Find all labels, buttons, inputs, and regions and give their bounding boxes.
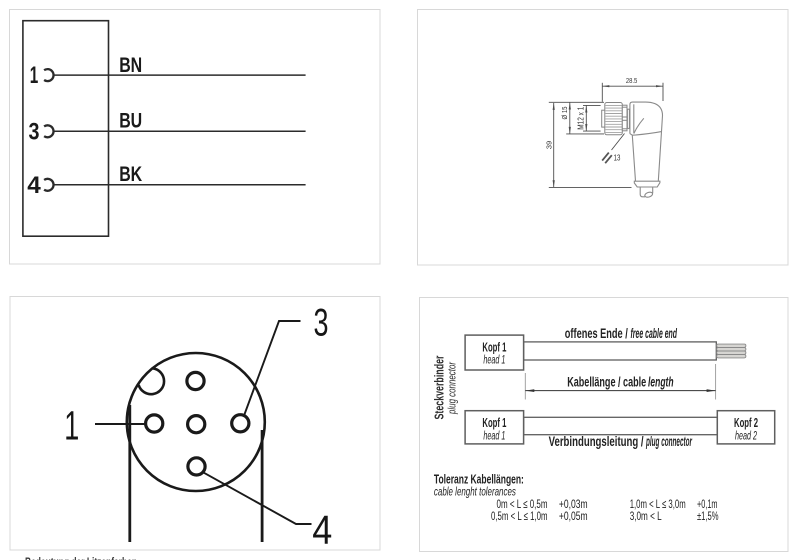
svg-text:head 2: head 2 bbox=[735, 429, 757, 443]
svg-text:4: 4 bbox=[27, 172, 41, 199]
svg-text:3,0m < L: 3,0m < L bbox=[630, 509, 662, 523]
svg-text:Verbindungsleitung /: Verbindungsleitung / bbox=[549, 434, 644, 449]
svg-text:Ø 15: Ø 15 bbox=[560, 107, 569, 120]
svg-text:head 1: head 1 bbox=[483, 429, 505, 443]
svg-text:+0,1m: +0,1m bbox=[697, 497, 718, 511]
svg-text:1,0m < L ≤ 3,0m: 1,0m < L ≤ 3,0m bbox=[630, 497, 686, 511]
svg-text:28.5: 28.5 bbox=[626, 76, 638, 85]
svg-text:4: 4 bbox=[312, 507, 332, 553]
svg-text:Bedeutung der Litzenfarben: Bedeutung der Litzenfarben bbox=[25, 555, 137, 560]
svg-text:+0,03m: +0,03m bbox=[559, 497, 588, 511]
svg-text:0,5m < L ≤ 1,0m: 0,5m < L ≤ 1,0m bbox=[491, 509, 548, 523]
svg-text:13: 13 bbox=[614, 153, 621, 163]
svg-text:1: 1 bbox=[64, 403, 79, 449]
svg-text:3: 3 bbox=[29, 118, 40, 145]
svg-text:Kopf 2: Kopf 2 bbox=[734, 415, 758, 430]
svg-text:plug connector: plug connector bbox=[646, 434, 693, 449]
svg-text:head 1: head 1 bbox=[483, 353, 505, 367]
svg-text:BK: BK bbox=[119, 163, 142, 186]
svg-text:offenes Ende /: offenes Ende / bbox=[565, 326, 628, 341]
svg-text:cable lenght tolerances: cable lenght tolerances bbox=[434, 485, 516, 499]
svg-text:M12 x 1: M12 x 1 bbox=[577, 106, 586, 129]
svg-text:Toleranz Kabellängen:: Toleranz Kabellängen: bbox=[434, 472, 524, 487]
svg-text:BN: BN bbox=[119, 54, 142, 77]
svg-text:3: 3 bbox=[314, 301, 329, 344]
svg-text:39: 39 bbox=[545, 141, 554, 150]
svg-text:length: length bbox=[648, 374, 674, 389]
svg-text:Kabellänge / cable: Kabellänge / cable bbox=[567, 374, 646, 389]
svg-text:+0,05m: +0,05m bbox=[559, 509, 588, 523]
svg-text:plug connector: plug connector bbox=[447, 361, 459, 415]
svg-text:Kopf 1: Kopf 1 bbox=[482, 339, 506, 354]
svg-text:0m < L ≤ 0,5m: 0m < L ≤ 0,5m bbox=[497, 497, 548, 511]
svg-text:free cable end: free cable end bbox=[631, 326, 678, 341]
svg-text:1: 1 bbox=[30, 62, 39, 89]
svg-text:BU: BU bbox=[119, 109, 142, 132]
svg-text:Kopf 1: Kopf 1 bbox=[482, 415, 506, 430]
svg-text:Steckverbinder: Steckverbinder bbox=[433, 355, 447, 419]
svg-text:±1,5%: ±1,5% bbox=[697, 509, 719, 523]
